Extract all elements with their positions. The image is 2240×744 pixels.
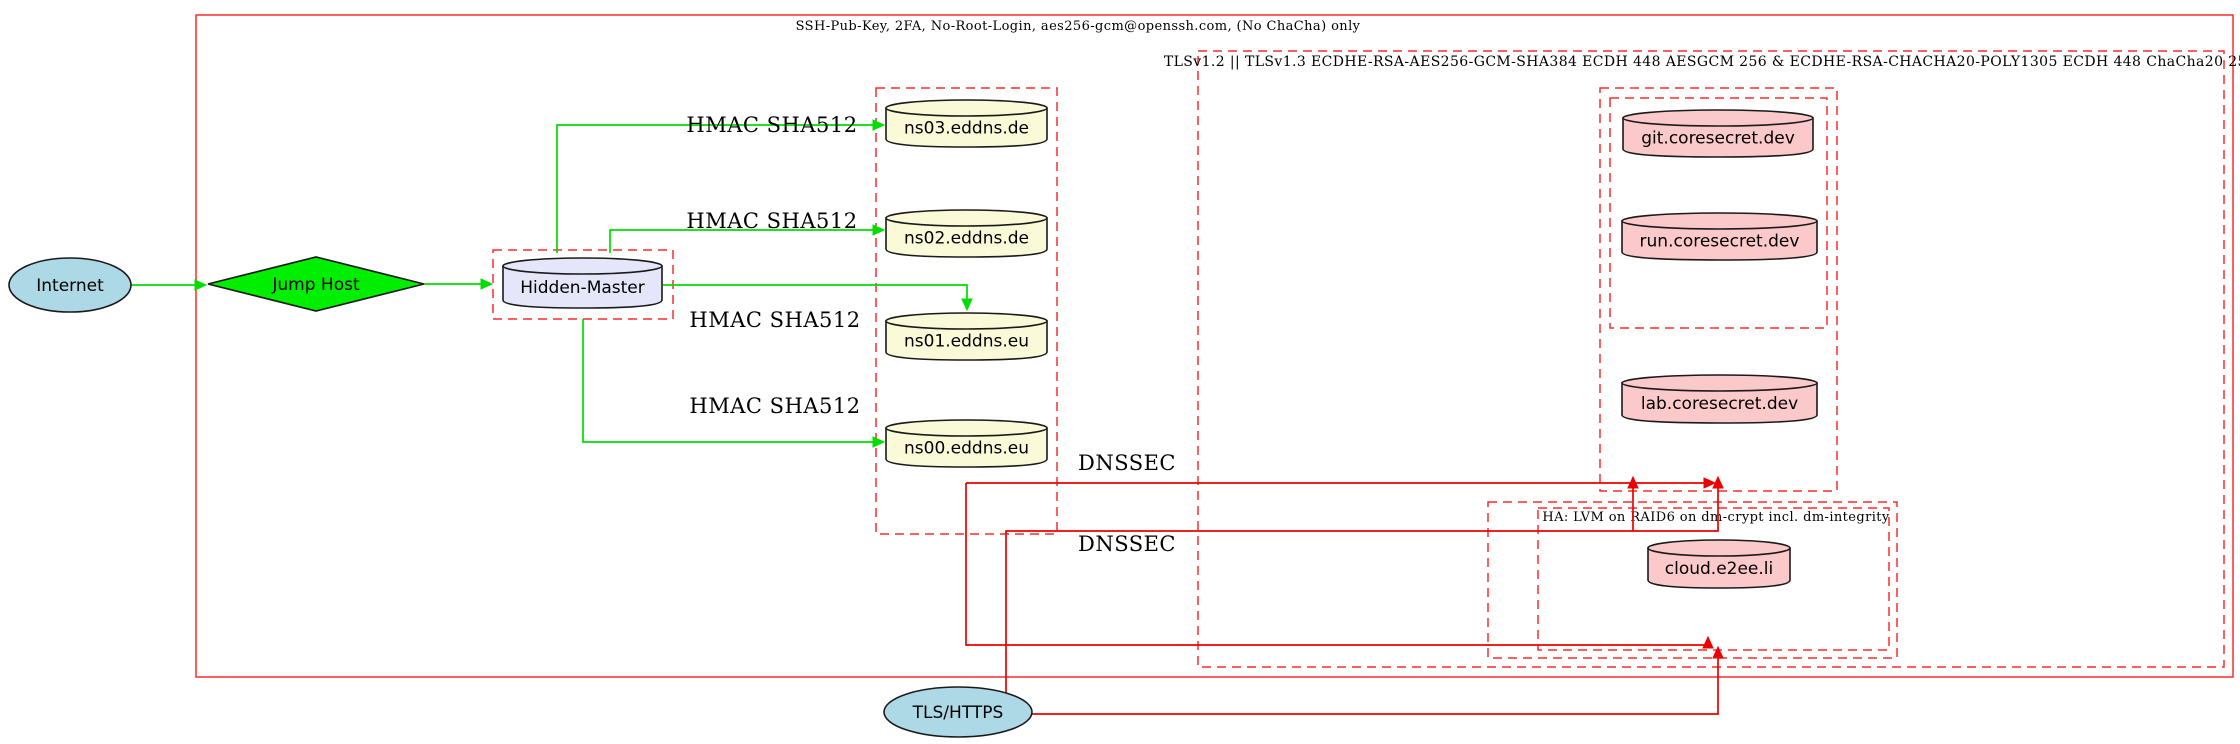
edge-master-to-ns03	[556, 124, 874, 253]
cluster-ns-cluster	[875, 87, 1058, 535]
node-hidden-master-top	[502, 257, 663, 275]
node-lab-top	[1621, 374, 1818, 392]
edge-tls-to-coresecret-a	[1005, 488, 1634, 693]
edge-master-to-ns03-arrowhead-icon	[872, 119, 886, 131]
node-run-body	[1621, 220, 1818, 261]
node-ns03-label: ns03.eddns.de	[904, 119, 1029, 139]
edge-tls-to-ha-arrowhead-icon	[1712, 645, 1724, 659]
edge-label-hmac-ns03: HMAC SHA512	[686, 113, 857, 137]
node-jump-host-label: Jump Host	[271, 275, 360, 295]
edge-label-dnssec-2: DNSSEC	[1078, 532, 1176, 556]
node-internet-label: Internet	[36, 276, 104, 296]
edge-label-dnssec-1: DNSSEC	[1078, 451, 1176, 475]
node-ns00-top	[885, 419, 1048, 437]
cluster-ssh-perimeter-label: SSH-Pub-Key, 2FA, No-Root-Login, aes256-…	[796, 19, 1361, 34]
cluster-ha-inner-cluster	[1537, 507, 1890, 651]
cluster-ha-cluster	[1487, 501, 1898, 659]
node-git-label: git.coresecret.dev	[1641, 129, 1795, 149]
node-hidden-master-label: Hidden-Master	[520, 278, 645, 298]
edge-master-to-ns00	[582, 319, 874, 443]
node-ns00-body	[885, 427, 1048, 468]
edge-master-to-ns01-arrowhead-icon	[961, 298, 973, 312]
cluster-tls-zone-label: TLSv1.2 || TLSv1.3 ECDHE-RSA-AES256-GCM-…	[1164, 54, 2240, 70]
node-cloud-top	[1647, 539, 1791, 557]
edge-label-hmac-ns02: HMAC SHA512	[686, 209, 857, 233]
node-run-label: run.coresecret.dev	[1640, 232, 1800, 252]
node-tls-https-label: TLS/HTTPS	[912, 703, 1004, 723]
node-jump-host-shape	[207, 256, 425, 312]
edge-label-hmac-ns00: HMAC SHA512	[689, 394, 860, 418]
node-ns03-body	[885, 107, 1048, 148]
cluster-ha-cluster-label: HA: LVM on RAID6 on dm-crypt incl. dm-in…	[1542, 510, 1890, 525]
edge-master-to-ns02-arrowhead-icon	[872, 224, 886, 236]
node-tls-https-shape	[883, 686, 1033, 738]
node-ns01-body	[885, 320, 1048, 361]
edge-internet-to-jump-arrowhead-icon	[194, 279, 208, 291]
edge-master-to-ns01	[663, 284, 968, 300]
node-ns02-body	[885, 217, 1048, 258]
cluster-tls-zone	[1197, 50, 2225, 668]
node-ns01-top	[885, 312, 1048, 330]
edge-jump-to-master-arrowhead-icon	[480, 278, 494, 290]
edge-dnssec-upper-arrowhead-icon	[1703, 477, 1717, 489]
edge-tls-to-ha	[1032, 658, 1719, 715]
cluster-gitrun-cluster	[1609, 97, 1828, 329]
node-ns00-label: ns00.eddns.eu	[904, 439, 1029, 459]
node-cloud-label: cloud.e2ee.li	[1665, 559, 1773, 579]
node-git-body	[1622, 117, 1814, 158]
edge-tls-to-coresecret-b-arrowhead-icon	[1712, 475, 1724, 489]
node-cloud-body	[1647, 547, 1791, 589]
node-ns03-top	[885, 99, 1048, 117]
node-git-top	[1622, 109, 1814, 127]
edge-master-to-ns00-arrowhead-icon	[872, 436, 886, 448]
edge-master-to-ns02	[609, 229, 874, 253]
edge-label-hmac-ns01: HMAC SHA512	[689, 308, 860, 332]
node-ns01-label: ns01.eddns.eu	[904, 332, 1029, 352]
node-lab-body	[1621, 382, 1818, 424]
edge-dnssec-lower-arrowhead-icon	[1702, 635, 1714, 649]
node-hidden-master-body	[502, 265, 663, 309]
cluster-ssh-perimeter	[195, 14, 2234, 678]
node-ns02-top	[885, 209, 1048, 227]
node-run-top	[1621, 212, 1818, 230]
edge-dnssec-lower	[965, 483, 1708, 646]
node-lab-label: lab.coresecret.dev	[1641, 394, 1798, 414]
node-internet-shape	[8, 257, 132, 313]
edge-tls-to-coresecret-b	[1633, 488, 1719, 532]
node-ns02-label: ns02.eddns.de	[904, 229, 1029, 249]
